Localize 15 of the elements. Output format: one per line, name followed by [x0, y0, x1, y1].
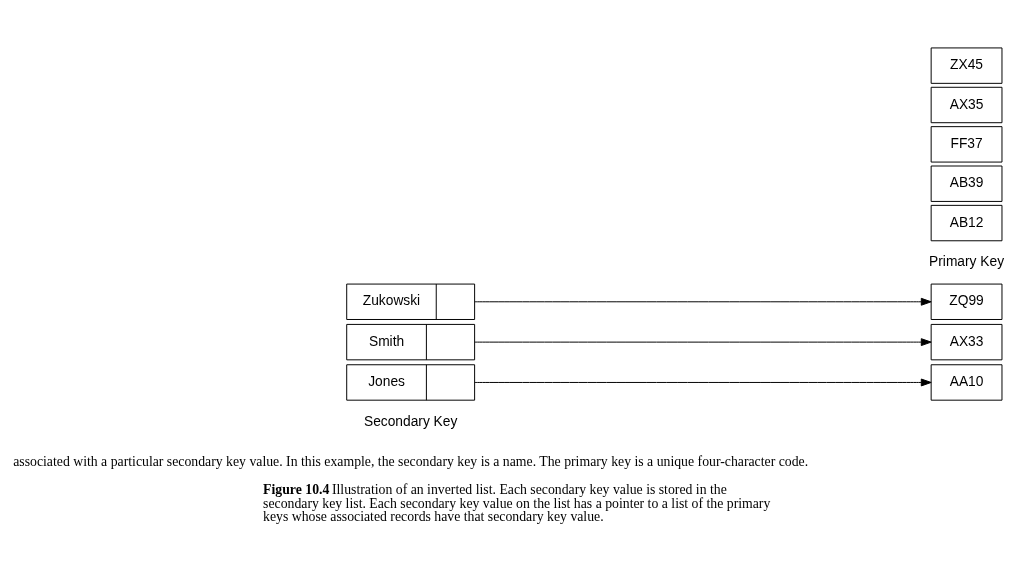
- caption: Figure 10.4 Illustration of an inverted list. Each secondary key value is stored in the secondary key list. Each secondary key value on the list has a pointer to a list of the primary keys whose associated records have that secondary key value.: [263, 481, 771, 524]
- node-box: AX35: [930, 86, 1003, 123]
- node-box: FF37: [930, 125, 1003, 163]
- label: associated with a particular secondary key value. In this example, the secondary key is a name. The primary key is a unique four-character code.: [13, 453, 809, 469]
- node-box: AB12: [930, 204, 1003, 241]
- node-box: AB39: [930, 165, 1003, 202]
- arrow: [474, 297, 932, 306]
- node-box: AX33: [930, 323, 1003, 360]
- node-box: ZQ99: [930, 283, 1003, 320]
- label: Secondary Key: [363, 413, 458, 429]
- node-box: ZX45: [930, 46, 1003, 84]
- arrow: [474, 337, 932, 346]
- label: Primary Key: [929, 253, 1005, 269]
- arrow: [474, 378, 932, 386]
- node-box: AA10: [930, 363, 1003, 401]
